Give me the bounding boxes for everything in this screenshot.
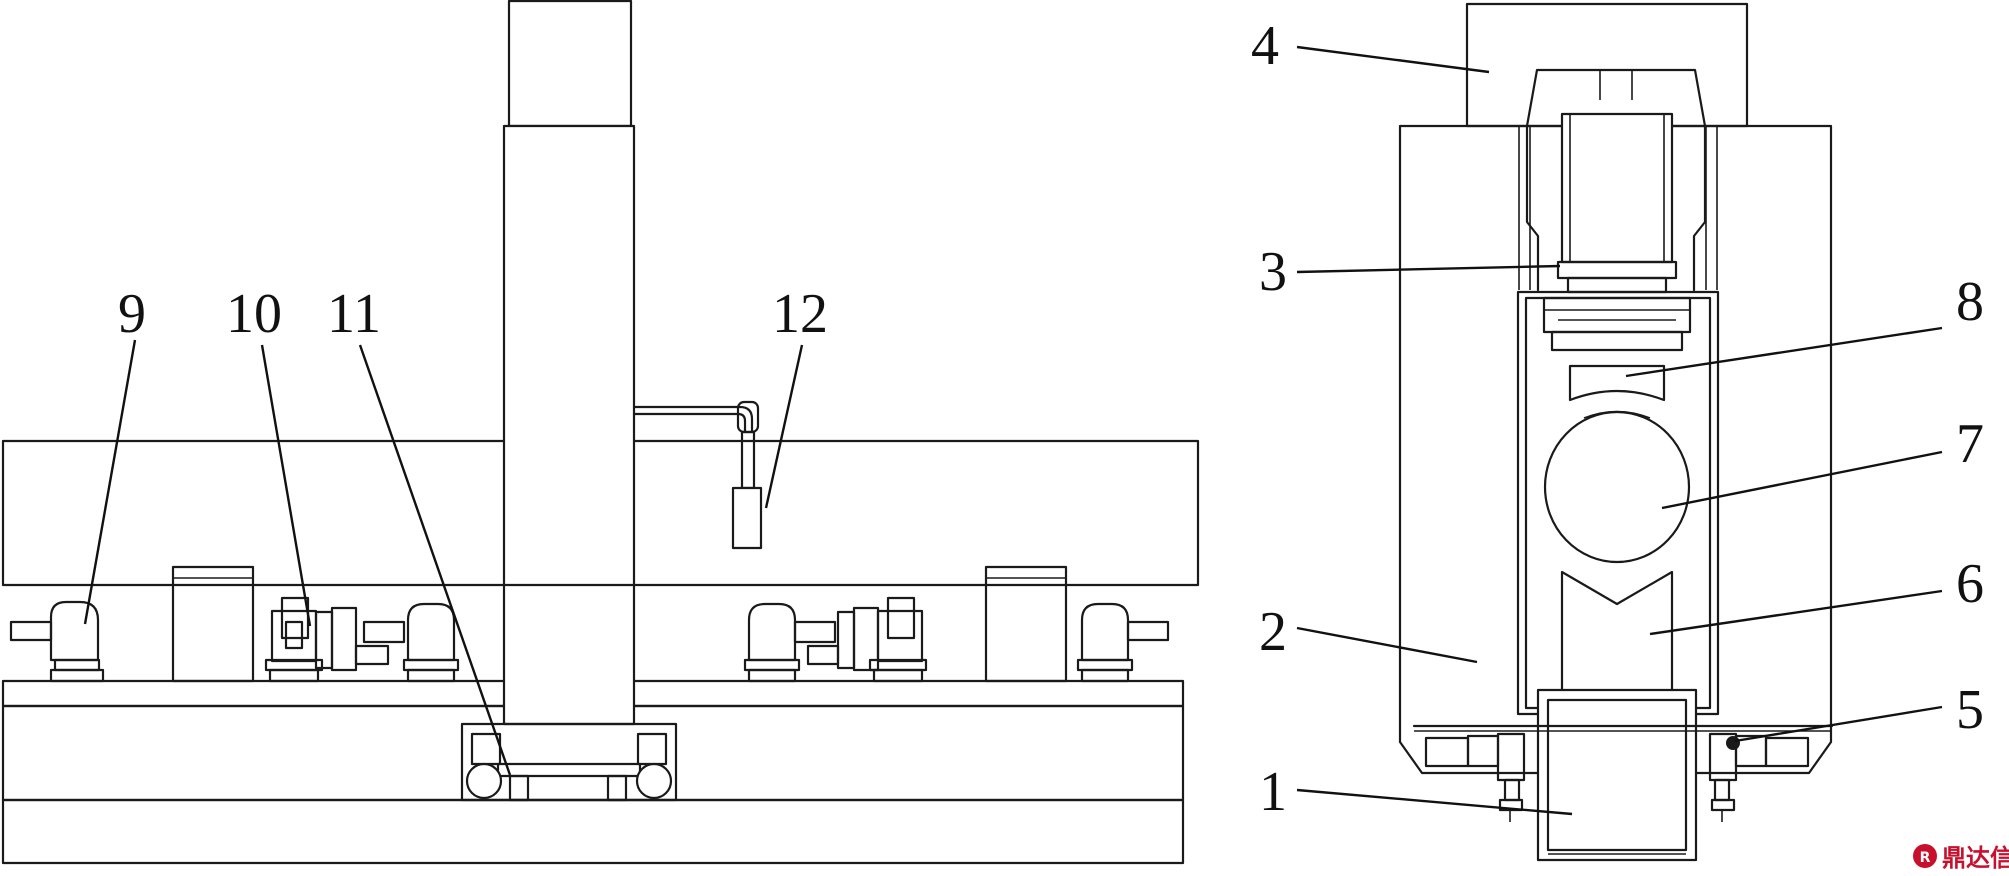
callout-5: 5	[1956, 679, 1984, 741]
leader-4	[1296, 45, 1490, 74]
watermark-logo-icon	[1913, 844, 1937, 868]
motor-cover	[1525, 68, 1707, 128]
lower-v-block	[1560, 570, 1674, 692]
foot-roller-right	[635, 762, 673, 800]
sensor-bracket	[632, 400, 763, 550]
clamp-right	[1076, 602, 1170, 683]
callout-12: 12	[772, 283, 828, 345]
top-cap	[1465, 2, 1749, 128]
sensor-box	[731, 486, 763, 550]
upper-press-block	[1568, 364, 1666, 402]
work-roller	[1543, 410, 1691, 564]
support-block-left	[171, 565, 255, 683]
callout-9: 9	[118, 283, 146, 345]
clamp-group-left	[264, 596, 406, 683]
callout-4: 4	[1251, 15, 1279, 77]
left-view	[1, 0, 1200, 865]
callout-10: 10	[226, 283, 282, 345]
motor	[1560, 112, 1674, 264]
callout-6: 6	[1956, 553, 1984, 615]
right-view	[1296, 2, 1943, 862]
clamp-right-middle	[743, 602, 840, 683]
callout-8: 8	[1956, 271, 1984, 333]
leader-8	[1625, 326, 1943, 378]
set-screw	[1726, 736, 1740, 750]
guide-assembly-right	[1708, 732, 1810, 822]
clamp-group-right	[836, 596, 928, 683]
leader-3	[1296, 264, 1561, 274]
watermark-logo-mark: R	[1920, 850, 1931, 866]
leader-12	[764, 344, 804, 509]
leader-5	[1734, 705, 1943, 743]
leader-7	[1661, 450, 1943, 510]
watermark-text: 鼎达信	[1942, 844, 2009, 872]
column-foot	[460, 722, 678, 802]
callout-7: 7	[1956, 413, 1984, 475]
callout-1: 1	[1259, 761, 1287, 823]
foot-roller-left	[465, 762, 503, 800]
guide-assembly-left	[1424, 732, 1526, 822]
leader-2	[1296, 626, 1478, 664]
column-top	[507, 0, 633, 128]
watermark: R 鼎达信	[1913, 844, 2009, 872]
callout-11: 11	[327, 283, 381, 345]
leader-6	[1649, 589, 1943, 636]
callout-3: 3	[1259, 241, 1287, 303]
leader-10	[260, 344, 312, 627]
base-block	[1536, 688, 1698, 862]
main-housing	[1398, 124, 1833, 775]
leader-1	[1296, 788, 1573, 816]
support-block-right	[984, 565, 1068, 683]
callout-labels: 9 10 11 12 4 3 2 1 8 7 6 5	[118, 15, 1984, 823]
clamp-left	[9, 600, 105, 683]
clamp-left-middle	[402, 602, 460, 683]
leader-9	[83, 339, 137, 625]
leader-11	[358, 344, 512, 776]
column-body	[502, 124, 636, 726]
base-bottom	[1, 798, 1185, 865]
callout-2: 2	[1259, 601, 1287, 663]
